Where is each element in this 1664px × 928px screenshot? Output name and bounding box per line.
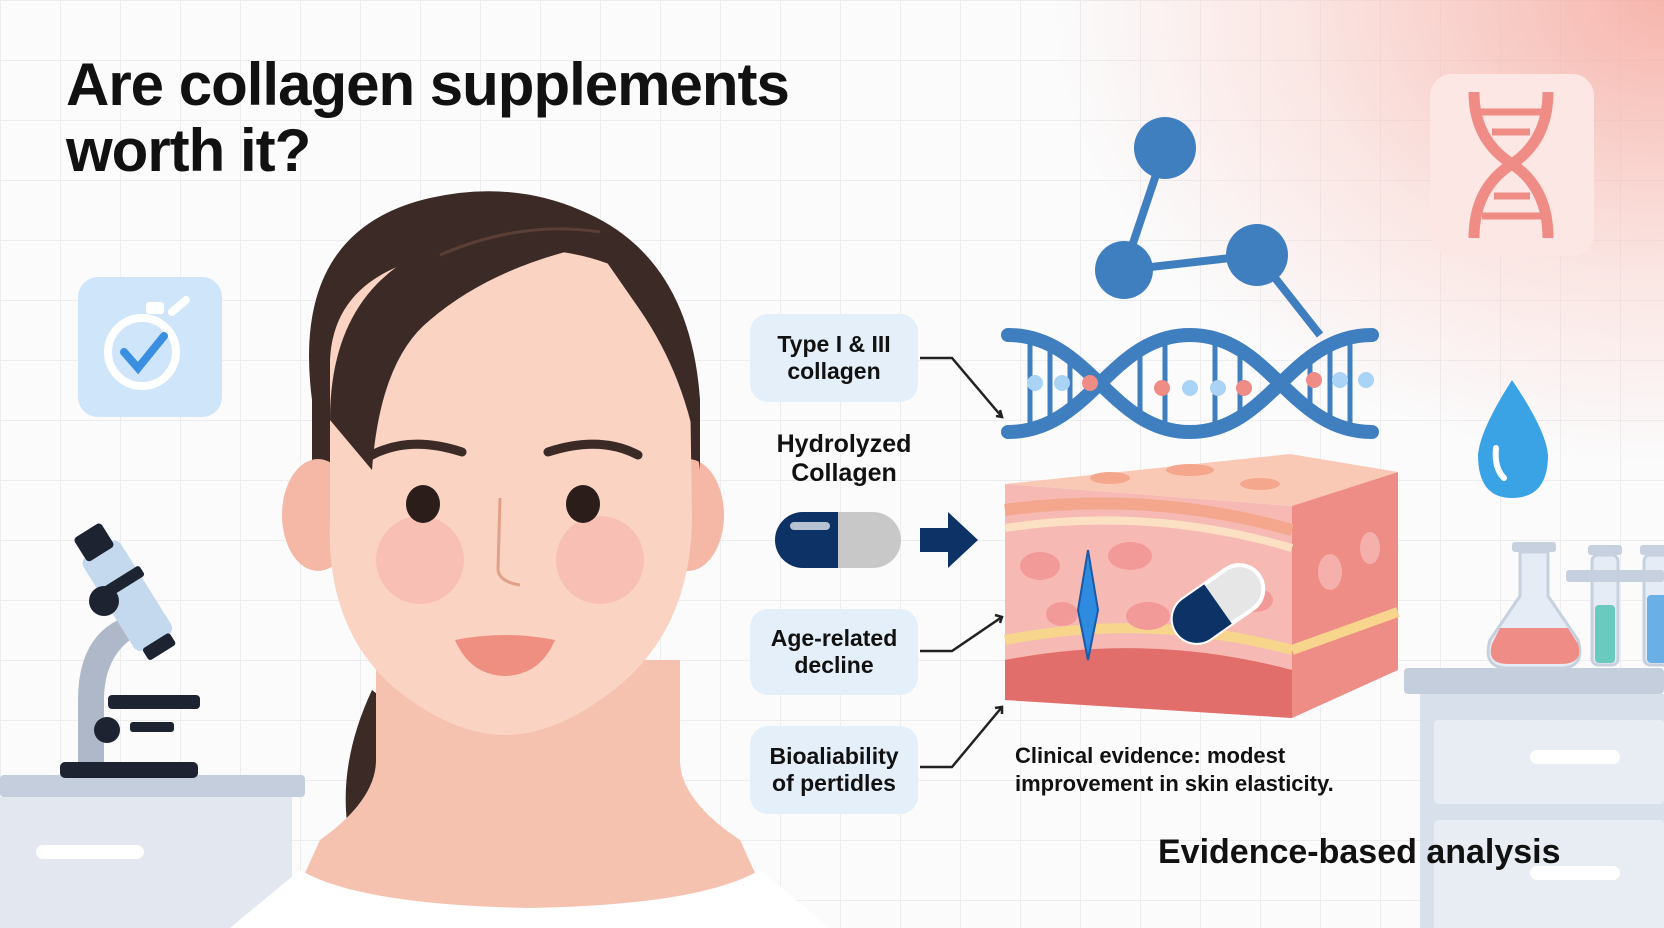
label-bioavailability: Bioaliability of pertidles [750,726,918,814]
label-type-collagen: Type I & III collagen [750,314,918,402]
label-type-collagen-text: Type I & III collagen [777,331,891,384]
right-eyebrow [543,439,643,460]
water-drop-icon [1478,380,1548,498]
capsule-in-skin [1170,563,1266,645]
left-desk [0,775,305,928]
hair-front-left [330,227,620,470]
dna-icon [1430,74,1594,256]
stopwatch-check-icon [78,277,222,417]
face [329,248,692,735]
microscope-icon [60,523,200,778]
label-age-decline-text: Age-related decline [770,625,898,678]
right-eye [566,485,600,523]
capsule-icon [775,512,901,568]
shirt [230,870,830,928]
mouth [455,635,555,676]
label-bioavailability-text: Bioaliability of pertidles [769,743,899,796]
connector-lines [920,356,1004,769]
collagen-helix [1001,327,1379,440]
lab-flask-icon [1486,542,1664,670]
nose [496,497,521,587]
molecule-icon [1095,117,1324,338]
clinical-caption: Clinical evidence: modest improvement in… [1015,743,1334,796]
footer-label: Evidence-based analysis [1158,833,1561,871]
left-eye [406,485,440,523]
right-cabinet [1404,668,1664,928]
page-title: Are collagen supplements worth it? [66,51,790,184]
label-hydrolyzed: Hydrolyzed Collagen [776,430,912,487]
left-eyebrow [367,439,467,460]
arrow-right-icon [920,512,978,568]
label-age-decline: Age-related decline [750,609,918,695]
neck [280,660,780,928]
hair-front-right [590,238,700,470]
skin-layer-icon [1004,454,1400,718]
